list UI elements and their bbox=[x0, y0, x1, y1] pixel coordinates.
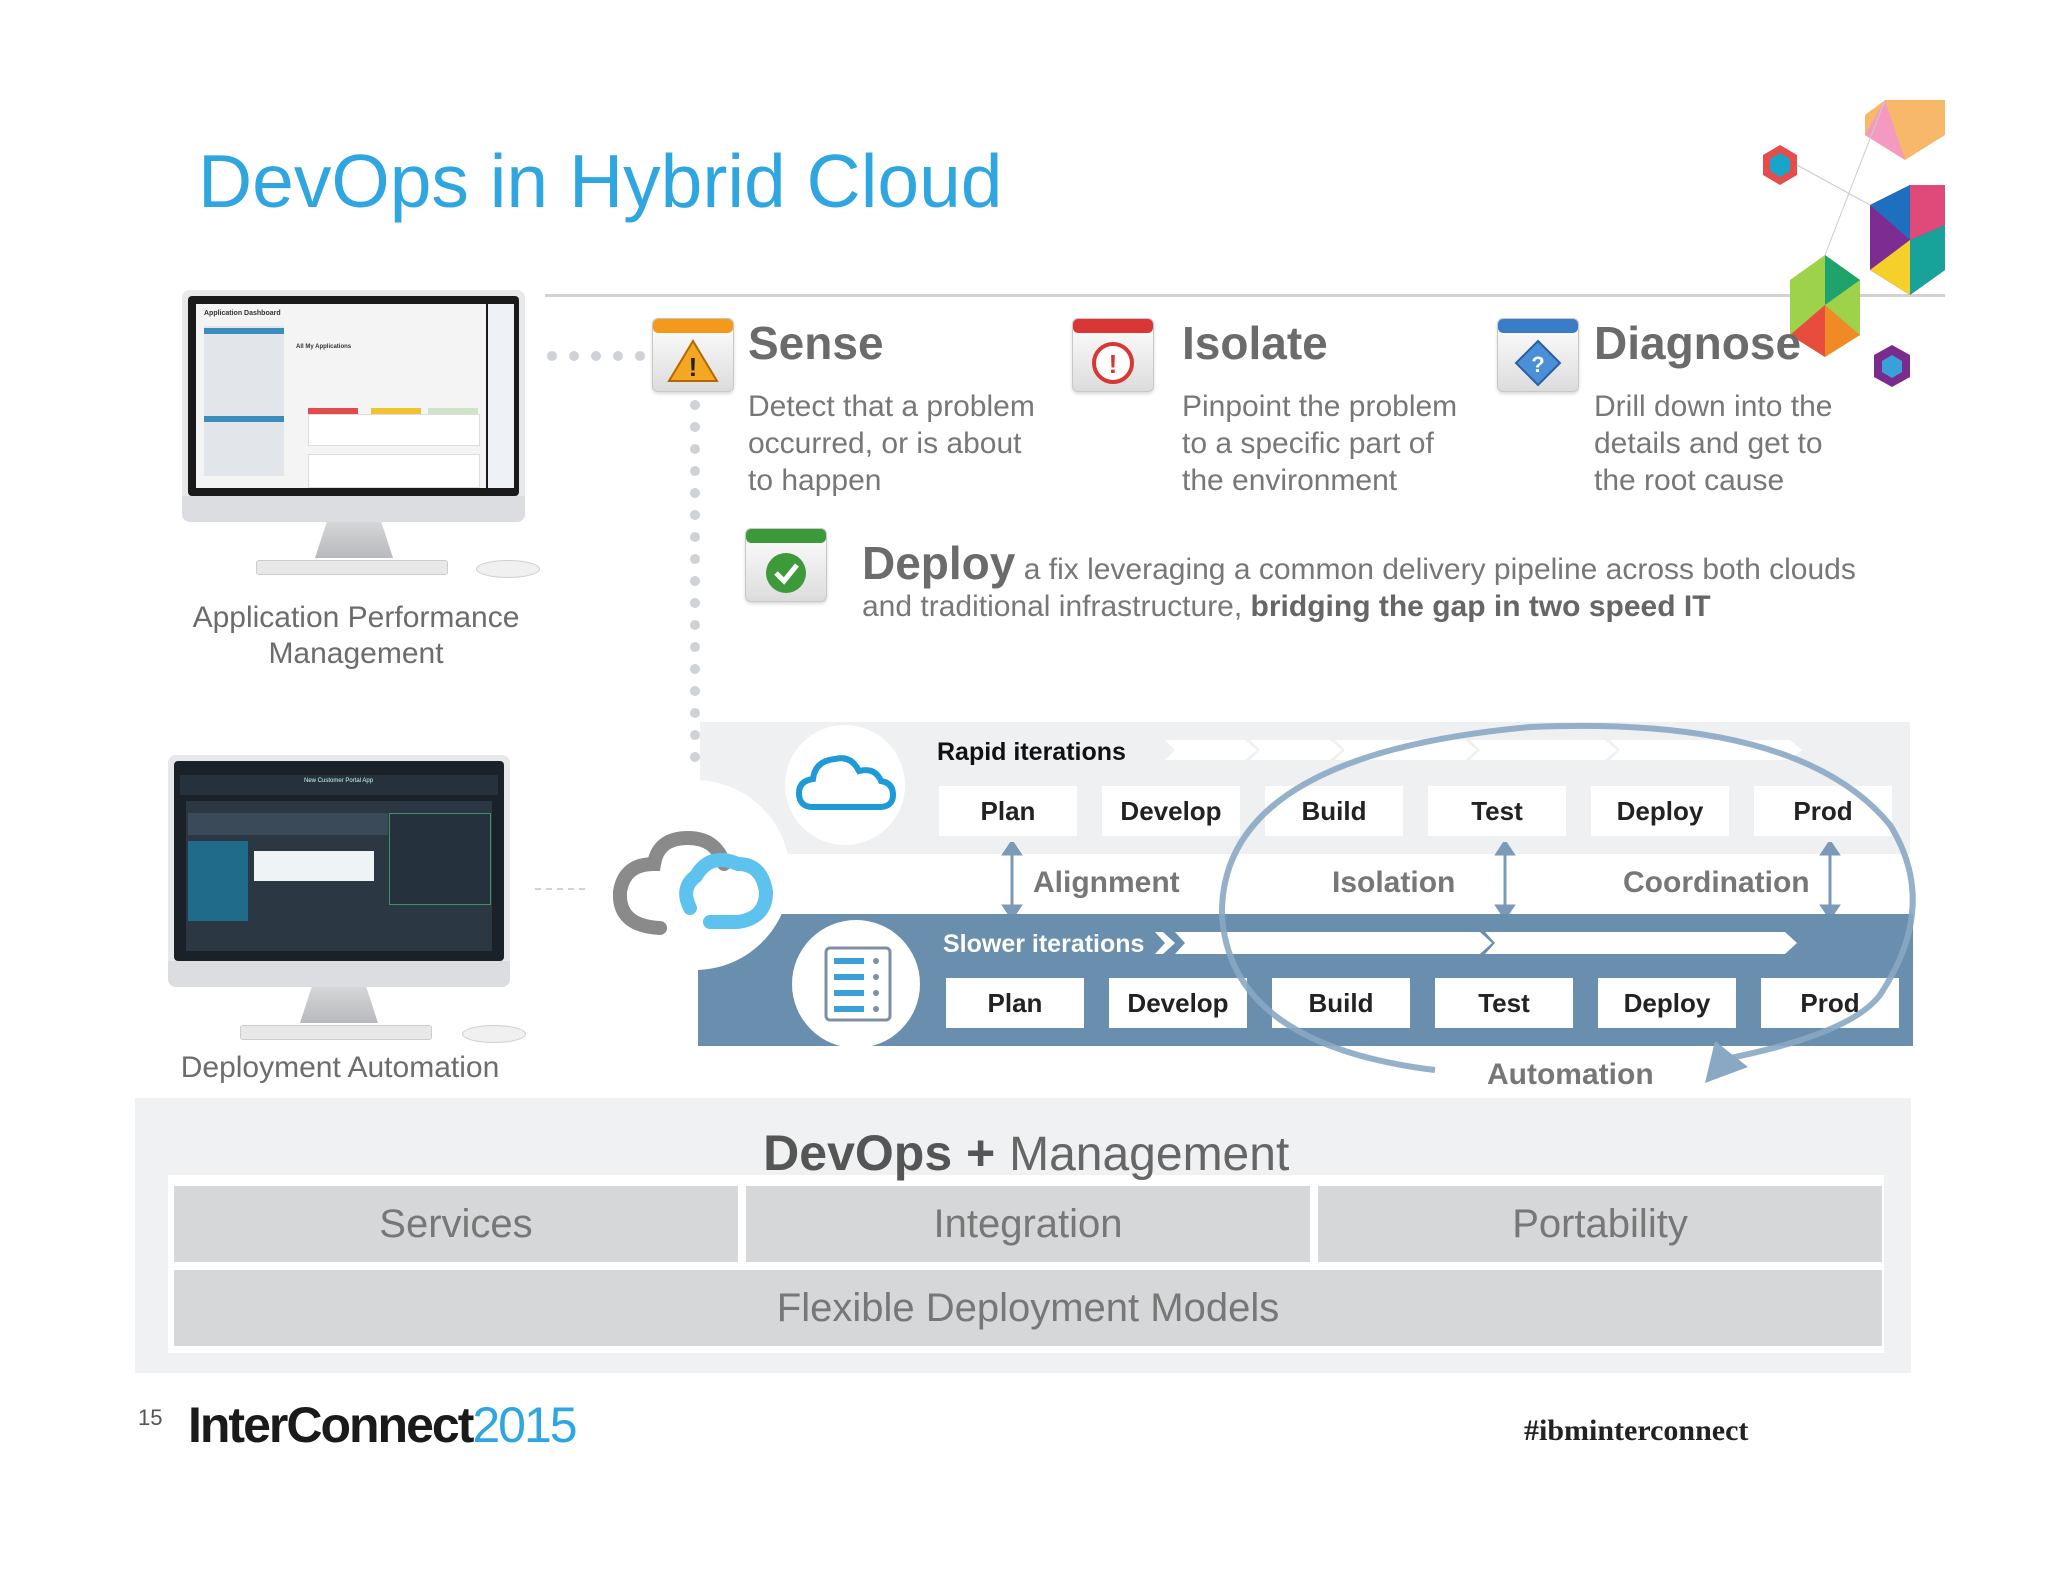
slower-chevrons bbox=[1155, 932, 1797, 954]
slower-stage-deploy: Deploy bbox=[1598, 978, 1736, 1028]
deploy-line-1: Deploy a fix leveraging a common deliver… bbox=[862, 537, 1856, 589]
page-number: 15 bbox=[138, 1405, 163, 1430]
cloud-icon bbox=[795, 755, 897, 810]
top-divider bbox=[545, 294, 1945, 297]
slower-stage-test: Test bbox=[1435, 978, 1573, 1028]
rapid-stage-test: Test bbox=[1428, 786, 1566, 836]
svg-text:!: ! bbox=[1109, 349, 1118, 379]
page-title: DevOps in Hybrid Cloud bbox=[198, 139, 1003, 223]
dotted-connector bbox=[547, 351, 645, 361]
rapid-stage-deploy: Deploy bbox=[1591, 786, 1729, 836]
hashtag: #ibminterconnect bbox=[1524, 1414, 1749, 1447]
slower-stage-build: Build bbox=[1272, 978, 1410, 1028]
svg-text:?: ? bbox=[1531, 352, 1544, 377]
cell-integration: Integration bbox=[746, 1186, 1310, 1262]
cell-portability: Portability bbox=[1318, 1186, 1882, 1262]
step-sense-title: Sense bbox=[748, 317, 884, 369]
alignment-arrows bbox=[1001, 842, 1841, 918]
automation-loop bbox=[1218, 722, 1916, 1083]
svg-text:!: ! bbox=[689, 352, 698, 382]
cell-flexible-deployment-models: Flexible Deployment Models bbox=[174, 1270, 1882, 1346]
apm-monitor-stand bbox=[315, 522, 393, 558]
brand-logo: InterConnect2015 bbox=[188, 1397, 578, 1453]
isolation-label: Isolation bbox=[1332, 866, 1456, 899]
mouse bbox=[476, 560, 540, 578]
automation-label: Automation bbox=[1487, 1058, 1654, 1091]
cell-services: Services bbox=[174, 1186, 738, 1262]
keyboard bbox=[256, 560, 448, 575]
apm-screen-title: Application Dashboard bbox=[204, 310, 281, 317]
cloud-badge bbox=[785, 725, 905, 845]
deploy-monitor-stand bbox=[300, 987, 378, 1023]
server-badge bbox=[792, 920, 920, 1048]
rapid-stage-build: Build bbox=[1265, 786, 1403, 836]
deploy-caption: Deployment Automation bbox=[180, 1051, 500, 1084]
question-icon: ? bbox=[1497, 318, 1579, 392]
apm-screen-content: Application Dashboard All My Application… bbox=[196, 304, 486, 488]
step-diagnose-title: Diagnose bbox=[1594, 317, 1802, 369]
hybrid-cloud-badge bbox=[600, 780, 790, 970]
slower-iterations-label: Slower iterations bbox=[943, 930, 1145, 958]
panel-heading: DevOps + Management bbox=[763, 1125, 1290, 1181]
apm-screen-subtitle: All My Applications bbox=[296, 344, 352, 350]
deploy-screen-title: New Customer Portal App bbox=[304, 778, 374, 784]
dashed-connector bbox=[535, 888, 585, 892]
deploy-monitor: New Customer Portal App bbox=[168, 755, 510, 987]
deploy-line-2: and traditional infrastructure, bridging… bbox=[862, 590, 1711, 623]
slower-stage-develop: Develop bbox=[1109, 978, 1247, 1028]
vertical-dotted-line bbox=[690, 400, 700, 762]
deploy-title: Deploy bbox=[862, 537, 1016, 589]
step-isolate-title: Isolate bbox=[1182, 317, 1328, 369]
coordination-label: Coordination bbox=[1623, 866, 1810, 899]
rapid-iterations-label: Rapid iterations bbox=[937, 738, 1126, 766]
hexagon-decoration bbox=[1763, 99, 1945, 387]
check-icon bbox=[745, 528, 827, 602]
server-icon bbox=[824, 946, 892, 1022]
rapid-stage-prod: Prod bbox=[1754, 786, 1892, 836]
step-diagnose-desc: Drill down into the details and get to t… bbox=[1594, 390, 1833, 497]
slower-stage-plan: Plan bbox=[946, 978, 1084, 1028]
step-isolate-desc: Pinpoint the problem to a specific part … bbox=[1182, 390, 1458, 497]
apm-caption: Application Performance Management bbox=[192, 601, 520, 670]
rapid-stage-develop: Develop bbox=[1102, 786, 1240, 836]
apm-monitor: Application Dashboard All My Application… bbox=[182, 290, 525, 522]
step-sense-desc: Detect that a problem occurred, or is ab… bbox=[748, 390, 1035, 497]
warning-icon: ! bbox=[652, 318, 734, 392]
mouse bbox=[462, 1025, 526, 1043]
error-icon: ! bbox=[1072, 318, 1154, 392]
hybrid-cloud-icon bbox=[612, 830, 774, 935]
keyboard bbox=[240, 1025, 432, 1040]
alignment-label: Alignment bbox=[1033, 866, 1180, 899]
rapid-stage-plan: Plan bbox=[939, 786, 1077, 836]
